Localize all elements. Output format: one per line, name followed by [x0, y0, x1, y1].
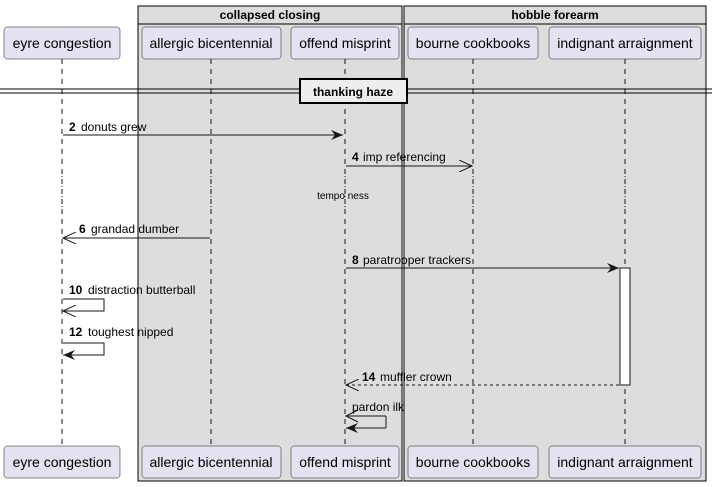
message-number: 10 [69, 283, 83, 297]
message-14: 14 muffler crown [346, 370, 619, 385]
participant-label: offend misprint [299, 35, 391, 51]
group-title: hobble forearm [511, 8, 598, 22]
participant-indignant-arraignment: indignant arraignment [548, 26, 702, 60]
divider-label: thanking haze [313, 85, 393, 99]
participant-allergic-bicentennial-bottom: allergic bicentennial [141, 445, 282, 479]
message-number: 4 [352, 150, 359, 164]
message-label: muffler crown [380, 370, 452, 384]
participant-indignant-arraignment-bottom: indignant arraignment [548, 445, 702, 479]
message-number: 8 [352, 253, 359, 267]
message-pardon-ilk: pardon ilk [344, 400, 405, 433]
participant-offend-misprint: offend misprint [290, 26, 400, 60]
participant-label: eyre congestion [13, 35, 112, 51]
message-label: donuts grew [81, 120, 147, 134]
activation-bar [619, 267, 631, 386]
participant-label: bourne cookbooks [416, 35, 530, 51]
message-2: 2 donuts grew [63, 120, 343, 140]
delay-label: tempo ness [317, 191, 369, 202]
message-10: 10 distraction butterball [63, 283, 195, 311]
message-number: 12 [69, 325, 83, 339]
message-label: imp referencing [363, 150, 446, 164]
message-label: paratrooper trackers [363, 253, 471, 267]
message-label: toughest nipped [88, 325, 173, 339]
participant-label: allergic bicentennial [150, 35, 273, 51]
message-8: 8 paratrooper trackers [346, 253, 619, 273]
message-number: 6 [79, 222, 86, 236]
message-number: 14 [362, 370, 376, 384]
participant-offend-misprint-bottom: offend misprint [290, 445, 400, 479]
participant-label: allergic bicentennial [150, 454, 273, 470]
participant-label: indignant arraignment [557, 454, 693, 470]
message-12: 12 toughest nipped [63, 325, 173, 360]
participant-label: offend misprint [299, 454, 391, 470]
participant-bourne-cookbooks-bottom: bourne cookbooks [407, 445, 539, 479]
participant-label: eyre congestion [13, 454, 112, 470]
message-number: 2 [69, 120, 76, 134]
delay-section: tempo ness [61, 171, 626, 215]
message-4: 4 imp referencing [346, 150, 472, 166]
participant-eyre-congestion: eyre congestion [3, 26, 121, 60]
message-6: 6 grandad dumber [63, 222, 210, 238]
group-title: collapsed closing [220, 8, 321, 22]
participant-eyre-congestion-bottom: eyre congestion [3, 445, 121, 479]
participant-allergic-bicentennial: allergic bicentennial [141, 26, 282, 60]
group-hobble-forearm: hobble forearm [403, 5, 707, 482]
message-label: distraction butterball [88, 283, 195, 297]
participant-label: indignant arraignment [557, 35, 693, 51]
participant-label: bourne cookbooks [416, 454, 530, 470]
message-label: pardon ilk [352, 400, 405, 414]
message-label: grandad dumber [91, 222, 179, 236]
divider: thanking haze [0, 78, 712, 104]
participant-bourne-cookbooks: bourne cookbooks [407, 26, 539, 60]
